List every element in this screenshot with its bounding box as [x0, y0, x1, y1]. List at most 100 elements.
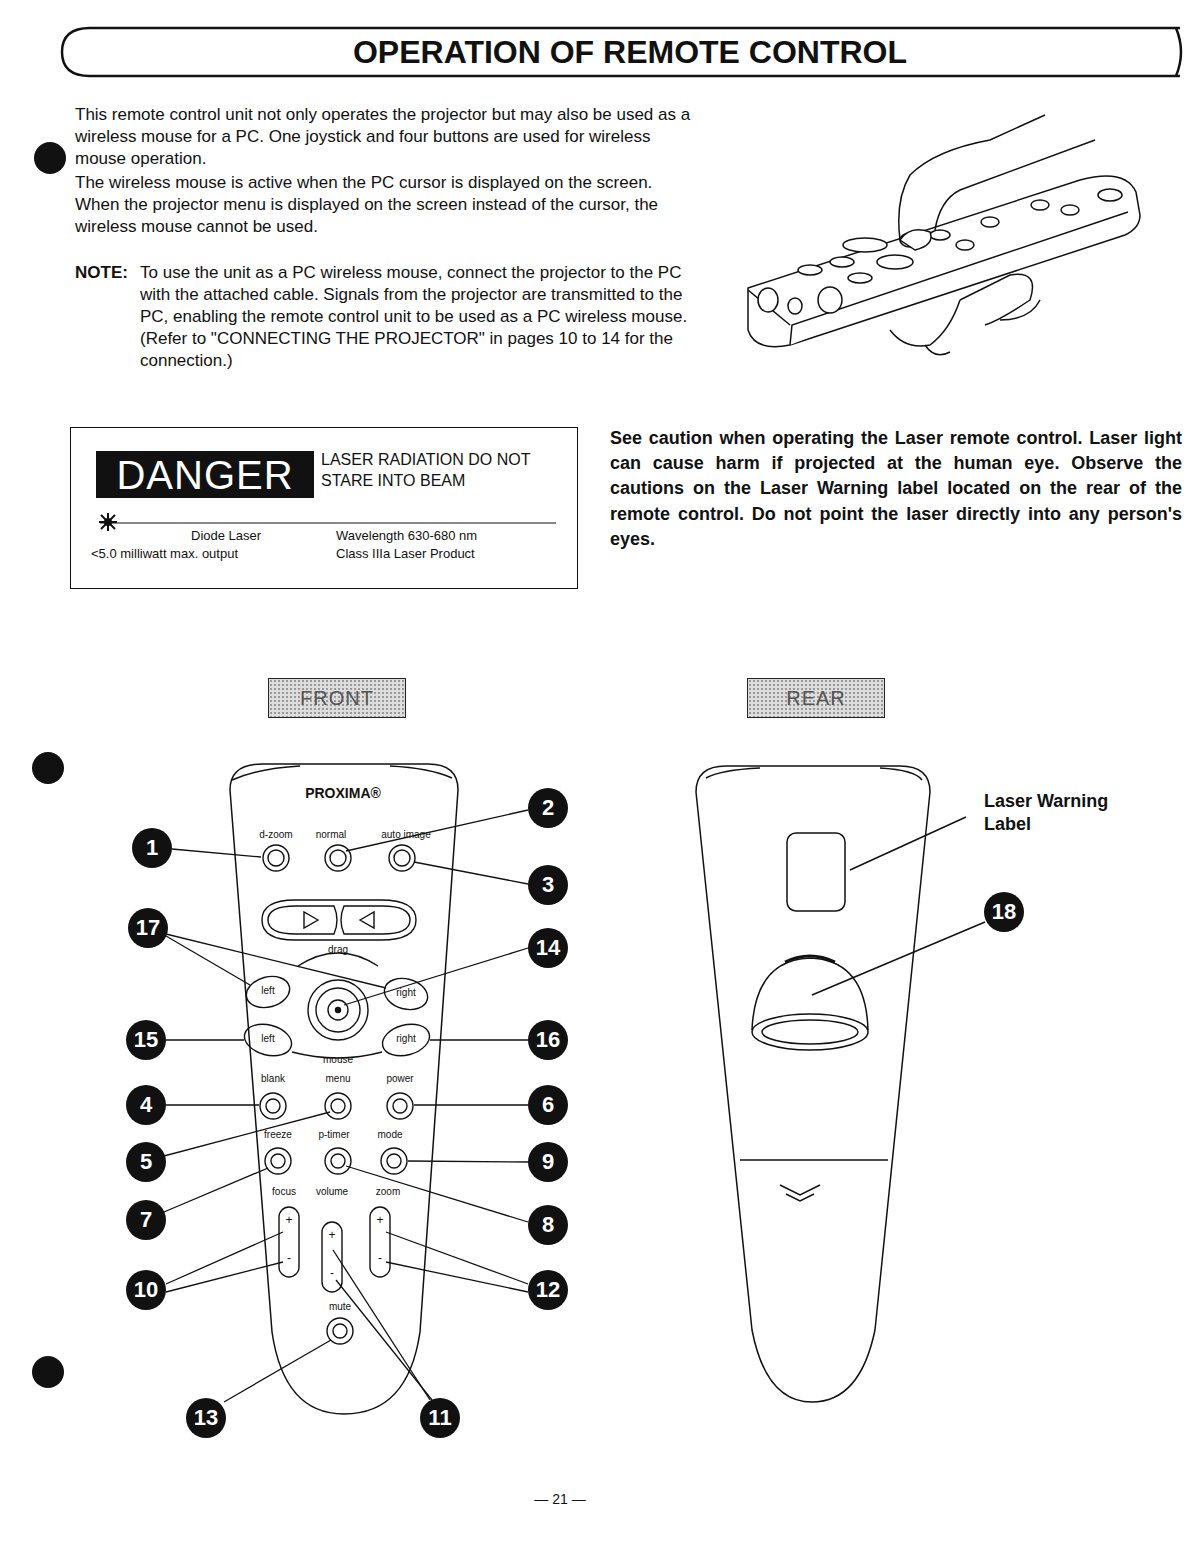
- hand-remote-illustration: [981, 217, 999, 227]
- callout-number: 2: [528, 788, 568, 828]
- front-remote-buttons: [308, 980, 368, 1040]
- callout-number: 6: [528, 1085, 568, 1125]
- callout-text: 3: [542, 874, 554, 896]
- view-tag: FRONT: [268, 678, 406, 718]
- brand-name: PROXIMA®: [268, 784, 418, 802]
- front-remote-buttons: [370, 1207, 390, 1277]
- danger-divider: [101, 515, 115, 529]
- callout-text: 15: [134, 1029, 158, 1051]
- rear-remote: [762, 1020, 858, 1044]
- callout-number: 13: [186, 1398, 226, 1438]
- page-number: — 21 —: [510, 1490, 610, 1508]
- button-label: mute: [320, 1301, 360, 1312]
- rear-remote: [696, 766, 985, 1402]
- front-remote-buttons: [325, 1148, 351, 1174]
- button-label: -: [325, 1267, 339, 1280]
- front-remote-buttons: [263, 845, 289, 871]
- danger-divider: [99, 513, 556, 531]
- button-label: p-timer: [309, 1129, 359, 1140]
- note-text: To use the unit as a PC wireless mouse, …: [140, 262, 692, 372]
- front-remote-buttons: [328, 1000, 348, 1020]
- rear-remote: [780, 1185, 820, 1201]
- callout-text: 9: [542, 1151, 554, 1173]
- button-label: -: [282, 1252, 296, 1265]
- leader-line: [164, 1112, 330, 1156]
- callout-number: 17: [128, 908, 168, 948]
- front-remote-buttons: [336, 1008, 341, 1013]
- button-label: right: [389, 987, 423, 998]
- danger-word: DANGER: [116, 455, 293, 495]
- leader-line: [414, 862, 528, 884]
- leader-line: [386, 1262, 528, 1292]
- callout-number: 15: [126, 1020, 166, 1060]
- leader-line: [386, 1232, 528, 1284]
- danger-divider: [100, 522, 556, 523]
- front-remote-buttons: [262, 900, 416, 940]
- front-remote-buttons: [271, 1154, 285, 1168]
- hand-remote-illustration: [877, 255, 913, 269]
- hand-remote-illustration: [900, 230, 931, 250]
- front-remote-buttons: [393, 1099, 407, 1113]
- callout-number: 9: [528, 1142, 568, 1182]
- rear-remote: [706, 768, 922, 780]
- warning-text: <5.0 milliwatt max. output: [91, 546, 291, 563]
- hand-remote-illustration: [890, 300, 960, 346]
- hand-remote-illustration: [818, 287, 842, 313]
- note-label: NOTE:: [75, 262, 140, 284]
- leader-line: [346, 810, 528, 851]
- remote-outline: PROXIMA®: [228, 762, 460, 1418]
- button-label: left: [253, 1033, 283, 1044]
- front-remote-buttons: [316, 988, 360, 1032]
- button-label: auto image: [374, 829, 438, 840]
- hand-remote-illustration: [935, 140, 1095, 230]
- callout-number: 5: [126, 1142, 166, 1182]
- button-label: mode: [370, 1129, 410, 1140]
- leader-line: [166, 936, 250, 985]
- button-label: d-zoom: [246, 829, 306, 840]
- button-label: -: [373, 1252, 387, 1265]
- callout-text: 4: [140, 1094, 152, 1116]
- button-label: zoom: [368, 1186, 408, 1197]
- remote-housing: [230, 764, 458, 1414]
- callout-number: 14: [528, 928, 568, 968]
- front-remote-buttons: [389, 845, 415, 871]
- front-remote-buttons: [331, 1154, 345, 1168]
- callout-text: 14: [536, 937, 560, 959]
- leader-line: [166, 934, 386, 988]
- callout-text: 7: [140, 1209, 152, 1231]
- front-remote-buttons: [243, 972, 293, 1012]
- front-remote-buttons: [232, 766, 452, 780]
- button-label: focus: [264, 1186, 304, 1197]
- leader-line: [333, 1250, 430, 1400]
- page-title: OPERATION OF REMOTE CONTROL: [0, 32, 1189, 74]
- button-label: freeze: [255, 1129, 301, 1140]
- rear-remote: [740, 1159, 888, 1161]
- callout-number: 10: [126, 1270, 166, 1310]
- leader-line: [166, 1039, 244, 1040]
- front-remote-buttons: [387, 1154, 401, 1168]
- button-label: mouse: [316, 1054, 360, 1065]
- leader-line: [166, 1104, 259, 1105]
- danger-divider: [105, 519, 111, 525]
- callout-number: 3: [528, 865, 568, 905]
- hand-remote-illustration: [748, 176, 1140, 347]
- callout-text: 12: [536, 1279, 560, 1301]
- tag-text: FRONT: [300, 685, 374, 711]
- punch-hole: [32, 1356, 64, 1388]
- hand-remote-illustration: [930, 230, 950, 240]
- rear-remote: [752, 1014, 868, 1050]
- front-remote-buttons: [268, 906, 337, 934]
- hand-remote-illustration: [798, 265, 822, 275]
- callout-text: 1: [146, 837, 158, 859]
- hand-remote-illustration: [956, 240, 974, 250]
- callout-text: 6: [542, 1094, 554, 1116]
- view-tag: REAR: [747, 678, 885, 718]
- punch-hole: [32, 142, 66, 1388]
- button-label: blank: [251, 1073, 295, 1084]
- callout-number: 1: [132, 828, 172, 868]
- warning-text: Diode Laser: [191, 528, 301, 545]
- leader-line: [336, 1280, 432, 1400]
- front-remote-buttons: [379, 1019, 433, 1060]
- callout-number: 7: [126, 1200, 166, 1240]
- front-remote-buttons: [331, 1099, 345, 1113]
